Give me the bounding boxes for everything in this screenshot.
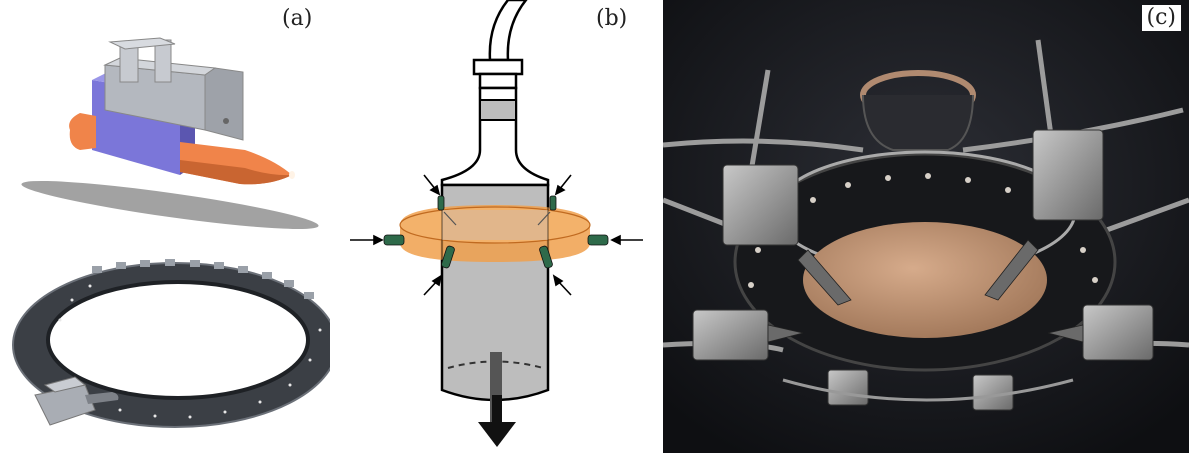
schematic-diagram <box>350 0 643 447</box>
holder-clamp-gray-side <box>204 67 244 141</box>
connector-left <box>383 234 405 246</box>
connector-upper-left <box>437 195 445 211</box>
connector-upper-right <box>549 195 557 211</box>
photo-holders <box>692 129 1154 411</box>
nozzle-left <box>767 324 804 343</box>
cad-renders <box>12 37 330 428</box>
nozzle-upper-right <box>984 239 1039 301</box>
nozzle-tail <box>69 113 96 150</box>
neck-gray-band <box>481 100 515 120</box>
nozzle-right <box>1047 324 1084 343</box>
panel-label-b: (b) <box>596 6 628 31</box>
holder-screw-hole <box>223 118 229 124</box>
holder-upright-right <box>154 39 172 83</box>
photo-nozzles <box>767 239 1084 343</box>
nozzle-cone-shade <box>180 160 292 185</box>
inward-arrow-icon <box>350 174 643 296</box>
copper-plate <box>803 222 1047 338</box>
lower-rim <box>782 378 1074 402</box>
panel-a: (a) <box>0 0 330 453</box>
holder-bottom-left <box>827 369 869 406</box>
apparatus-photo <box>663 0 1189 453</box>
connector-right <box>587 234 609 246</box>
connectors <box>383 195 609 269</box>
connector-lower-left <box>441 245 455 269</box>
nozzle-upper-left <box>797 249 852 306</box>
outlet-stem <box>492 395 502 425</box>
holder-left <box>692 309 769 361</box>
ring-inner-edge <box>46 280 310 400</box>
upper-collar <box>472 58 524 76</box>
down-arrow-icon <box>478 422 516 447</box>
ring-inner <box>48 282 308 398</box>
nozzle-holder-render <box>69 37 295 185</box>
holder-cap <box>108 37 176 50</box>
ring-render <box>12 259 330 428</box>
panel-b: (b) <box>338 0 656 453</box>
feed-tube <box>488 0 528 62</box>
ring-holder-top <box>43 376 87 393</box>
nozzle-tip <box>289 171 295 179</box>
connector-lower-right <box>539 245 553 269</box>
holder-upper-right <box>1032 129 1104 221</box>
holder-right <box>1082 304 1154 361</box>
panel-c: (c) <box>663 0 1189 453</box>
panel-label-a: (a) <box>282 6 313 31</box>
panel-label-c: (c) <box>1141 5 1181 31</box>
funnel-body <box>862 94 974 151</box>
holder-upper-left <box>722 164 799 246</box>
ring-window <box>442 210 548 240</box>
ring-holes <box>58 284 322 419</box>
ring-teeth <box>92 259 314 299</box>
holder-shadow <box>21 180 319 230</box>
ring-holder-nozzle <box>85 392 119 404</box>
upper-neck <box>478 72 518 90</box>
